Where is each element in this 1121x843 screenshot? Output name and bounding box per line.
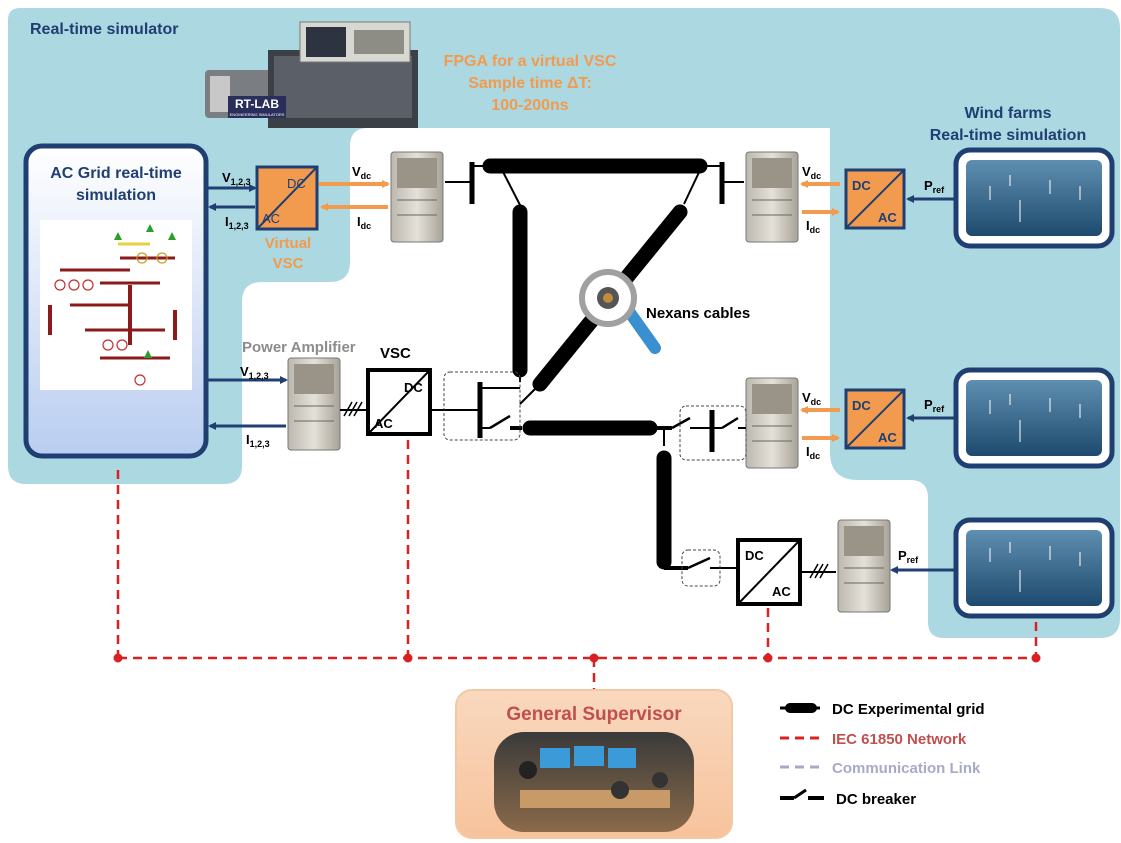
bottom-converter-dc: DC (745, 548, 764, 563)
simulator-title: Real-time simulator (30, 21, 178, 38)
legend-breaker: DC breaker (836, 791, 916, 808)
three-phase-mark-left (343, 401, 363, 417)
label-v123-top: V1,2,3 (222, 170, 251, 187)
label-vdc-top-right: Vdc (802, 164, 821, 181)
fpga-line-1: FPGA for a virtual VSC (444, 53, 617, 70)
virtual-vsc-label-1: Virtual (265, 235, 311, 252)
label-pref-top: Pref (924, 178, 945, 195)
vsc-converter: DC AC (366, 368, 432, 436)
legend: DC Experimental grid IEC 61850 Network C… (780, 701, 985, 808)
wind-converter-middle: DC AC (844, 388, 906, 450)
rtlab-hardware-image: RT-LAB ENGINEERING SIMULATORS (205, 21, 418, 128)
legend-iec: IEC 61850 Network (832, 731, 967, 748)
label-pref-middle: Pref (924, 397, 945, 414)
supervisor-title: General Supervisor (506, 704, 682, 725)
virtual-vsc-converter: DC AC (255, 165, 319, 231)
cabinet-bottom-right (837, 519, 891, 613)
legend-breaker-icon (780, 788, 824, 800)
general-supervisor-box: General Supervisor (455, 689, 733, 839)
ac-grid-single-line-diagram (40, 220, 192, 390)
power-amplifier-label: Power Amplifier (242, 339, 356, 356)
vsc-dc: DC (404, 380, 423, 395)
wind-line-1: Wind farms (965, 105, 1052, 122)
bottom-converter-ac: AC (772, 584, 791, 599)
breaker-box-right (679, 405, 747, 461)
wind-converter-top-ac: AC (878, 210, 897, 225)
legend-comm: Communication Link (832, 760, 981, 777)
cabinet-middle-left (287, 357, 341, 451)
label-idc-top-left: Idc (357, 214, 371, 231)
virtual-vsc-ac: AC (262, 211, 280, 226)
wind-farm-screen-top (953, 147, 1115, 249)
label-v123-mid: V1,2,3 (240, 364, 269, 381)
label-vdc-top-left: Vdc (352, 164, 371, 181)
label-pref-bottom: Pref (898, 548, 919, 565)
cabinet-top-right (745, 151, 799, 243)
label-i123-top: I1,2,3 (225, 214, 249, 231)
control-room-image (494, 732, 694, 832)
rtlab-logo: RT-LAB (235, 97, 279, 111)
rtlab-logo-sub: ENGINEERING SIMULATORS (230, 112, 285, 117)
three-phase-mark-right (809, 563, 829, 579)
nexans-magnifier-icon (579, 269, 661, 354)
legend-dc-grid: DC Experimental grid (832, 701, 985, 718)
wind-farm-screen-bottom (953, 517, 1115, 619)
wind-converter-top: DC AC (844, 168, 906, 230)
wind-farm-screen-middle (953, 367, 1115, 469)
dc-grid-middle (442, 382, 746, 570)
cabinet-middle-right (745, 377, 799, 469)
cabinet-top-left (390, 151, 444, 243)
nexans-label: Nexans cables (646, 305, 750, 322)
virtual-vsc-dc: DC (287, 176, 306, 191)
wind-converter-middle-dc: DC (852, 398, 871, 413)
label-idc-top-right: Idc (806, 218, 820, 235)
ac-grid-title-2: simulation (76, 187, 156, 204)
label-idc-mid-right: Idc (806, 444, 820, 461)
label-vdc-mid-right: Vdc (802, 390, 821, 407)
label-i123-mid: I1,2,3 (246, 432, 270, 449)
breaker-box-middle (443, 371, 521, 441)
wind-line-2: Real-time simulation (930, 127, 1086, 144)
iec-network (116, 440, 1038, 690)
bottom-converter: DC AC (736, 538, 802, 606)
fpga-line-2: Sample time ΔT: (468, 75, 592, 92)
breaker-box-bottom (681, 549, 721, 587)
wind-converter-middle-ac: AC (878, 430, 897, 445)
vsc-ac: AC (374, 416, 393, 431)
fpga-line-3: 100-200ns (491, 97, 568, 114)
ac-grid-title-1: AC Grid real-time (50, 165, 182, 182)
ac-grid-box: AC Grid real-time simulation (23, 143, 209, 459)
iec-network-nodes (113, 653, 1041, 663)
wind-converter-top-dc: DC (852, 178, 871, 193)
virtual-vsc-label-2: VSC (273, 255, 304, 272)
vsc-title: VSC (380, 345, 411, 362)
